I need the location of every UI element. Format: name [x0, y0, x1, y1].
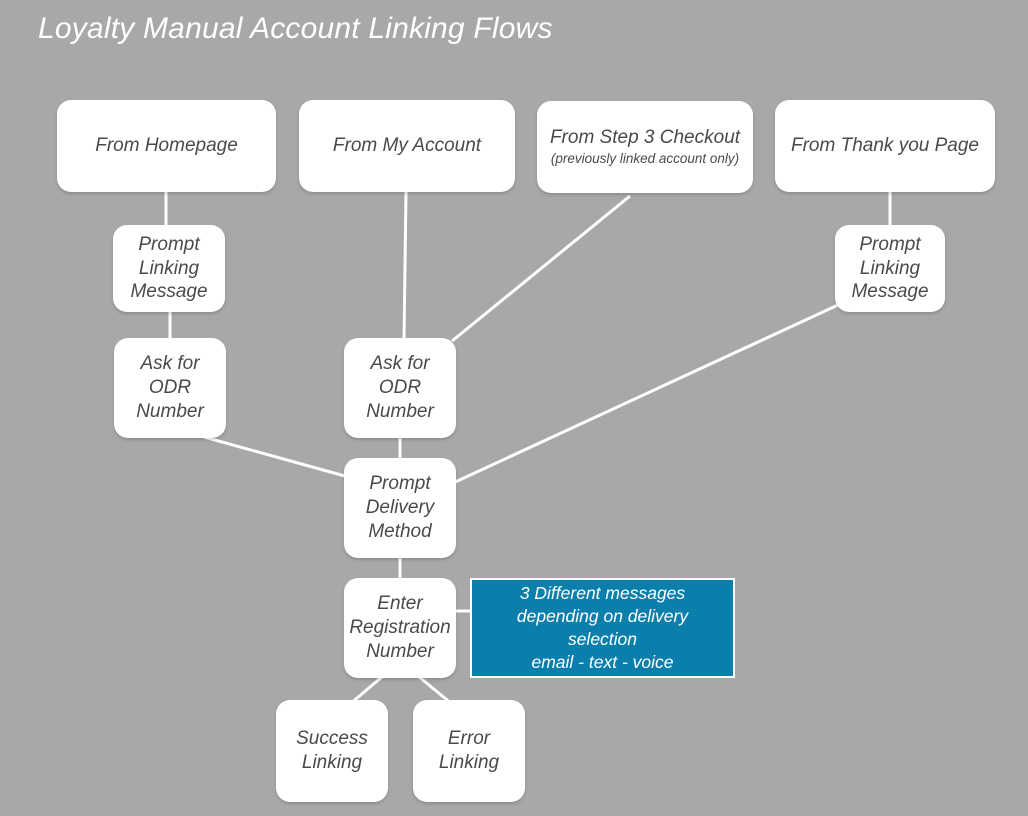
node-label-line-1: Prompt — [859, 233, 921, 255]
callout-line-3: email - text - voice — [531, 652, 674, 673]
node-error-linking[interactable]: Error Linking — [413, 700, 525, 802]
callout-delivery-messages: 3 Different messages depending on delive… — [470, 578, 735, 678]
node-enter-registration-number[interactable]: Enter Registration Number — [344, 578, 456, 678]
node-label-line-1: Prompt — [369, 473, 431, 495]
node-from-homepage[interactable]: From Homepage — [57, 100, 276, 192]
callout-line-1: 3 Different messages — [519, 582, 686, 603]
node-ask-for-odr-number-left[interactable]: Ask for ODR Number — [114, 338, 226, 438]
node-label-line-3: Number — [366, 400, 434, 422]
node-label-line-3: Message — [851, 281, 929, 303]
node-label-line-1: Prompt — [138, 233, 200, 255]
node-label-line-2: Linking — [301, 752, 363, 773]
node-from-my-account[interactable]: From My Account — [299, 100, 515, 192]
node-label-line-3: Message — [130, 281, 208, 303]
node-label-line-2: Linking — [438, 752, 500, 773]
node-label: From Step 3 Checkout — [549, 127, 741, 149]
node-prompt-linking-message-left[interactable]: Prompt Linking Message — [113, 225, 225, 312]
callout-line-2: depending on delivery selection — [516, 605, 689, 649]
connector-step3-to-ask-odr-center — [451, 194, 631, 343]
connector-my-account-to-ask-odr-center — [402, 191, 408, 341]
node-label: From Thank you Page — [791, 135, 979, 157]
node-label-line-3: Number — [136, 400, 204, 422]
node-ask-for-odr-number-center[interactable]: Ask for ODR Number — [344, 338, 456, 438]
node-label-line-2: ODR — [378, 377, 422, 399]
node-label: From Homepage — [95, 135, 238, 157]
node-label-line-1: Success — [296, 728, 368, 750]
node-from-step-3-checkout[interactable]: From Step 3 Checkout (previously linked … — [537, 101, 753, 193]
node-label-line-2: Registration — [349, 617, 451, 639]
node-label-line-1: Ask for — [140, 353, 200, 375]
node-prompt-delivery-method[interactable]: Prompt Delivery Method — [344, 458, 456, 558]
node-label-line-2: Delivery — [365, 497, 435, 519]
connector-ask-odr-left-to-delivery — [203, 435, 353, 480]
connector-prompt-linking-right-to-delivery — [452, 303, 839, 485]
node-prompt-linking-message-right[interactable]: Prompt Linking Message — [835, 225, 945, 312]
node-label-line-2: Linking — [859, 257, 921, 279]
page-title: Loyalty Manual Account Linking Flows — [38, 12, 553, 45]
node-label-line-1: Enter — [377, 593, 423, 615]
node-label-line-3: Method — [368, 520, 432, 542]
node-label-line-1: Error — [447, 728, 491, 750]
node-label-line-3: Number — [366, 640, 434, 662]
node-success-linking[interactable]: Success Linking — [276, 700, 388, 802]
node-sublabel: (previously linked account only) — [550, 151, 740, 167]
node-label-line-2: Linking — [138, 257, 200, 279]
node-label-line-1: Ask for — [370, 353, 430, 375]
node-from-thank-you-page[interactable]: From Thank you Page — [775, 100, 995, 192]
node-label-line-2: ODR — [148, 377, 192, 399]
node-label: From My Account — [332, 135, 482, 157]
